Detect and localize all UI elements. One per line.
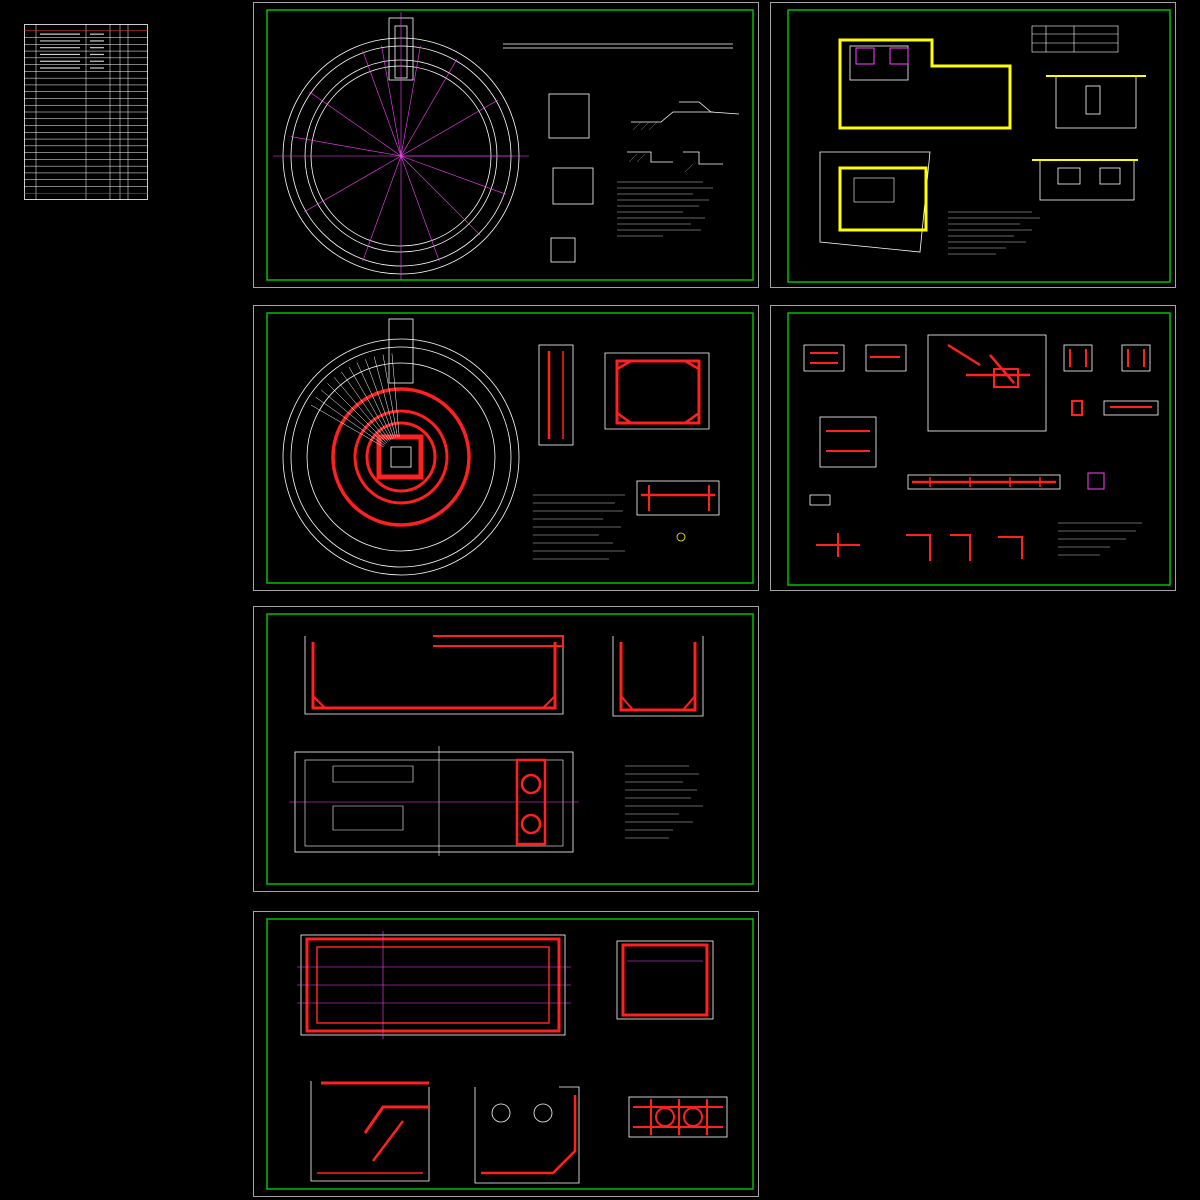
sheet-rectangular-tank[interactable]	[253, 606, 759, 892]
sheet-border-outer	[253, 305, 759, 591]
section-5-5	[474, 1086, 580, 1184]
sheet-border-outer	[253, 911, 759, 1197]
section-4-4	[310, 1081, 430, 1182]
rebar-fan-line	[310, 404, 384, 448]
sheet-border-inner	[266, 918, 754, 1190]
bottom-details	[809, 494, 1023, 561]
rebar-plan	[297, 931, 571, 1039]
sheet-border-inner	[266, 9, 754, 281]
drawing-index-table	[24, 24, 148, 200]
rebar-fan-line	[341, 371, 390, 441]
notes-block	[617, 181, 713, 237]
long-section	[907, 472, 1105, 490]
centerline-rays	[273, 12, 529, 280]
rebar-fan-line	[382, 354, 398, 438]
small-details	[803, 344, 1159, 468]
centerline-ray	[400, 155, 481, 236]
centerline-ray	[309, 91, 402, 157]
sheet-border-inner	[266, 613, 754, 885]
rebar-fan-line	[365, 359, 395, 439]
centerline-ray	[400, 58, 458, 157]
notes-block	[625, 765, 703, 839]
rebar-fan-line	[348, 366, 392, 440]
centerline-ray	[400, 45, 421, 157]
pump-house-plan	[819, 151, 931, 253]
pump-house-elevations	[1032, 75, 1146, 201]
detail-sections	[503, 43, 740, 263]
rebar-fan-line	[373, 356, 397, 438]
centerline-ray	[400, 155, 440, 262]
centerline-ray	[362, 50, 402, 157]
section-3-3	[616, 940, 714, 1020]
centerline-ray	[303, 155, 402, 213]
sheet-border-inner	[266, 312, 754, 584]
notes-block	[1058, 522, 1142, 556]
sheet-border-outer	[253, 2, 759, 288]
detail-plan	[927, 334, 1047, 432]
centerline-ray	[290, 136, 402, 157]
circular-tank-rebar-plan	[282, 318, 520, 576]
rebar-fan-line	[391, 353, 400, 438]
drawing-index-graphic	[24, 24, 148, 200]
cross-section-2-2	[612, 636, 704, 717]
centerline-ray	[362, 155, 402, 262]
sheet-circular-tank-reinforcement[interactable]	[253, 305, 759, 591]
rebar-fan-line	[356, 362, 393, 439]
centerline-ray	[381, 45, 402, 157]
notes-block	[948, 211, 1040, 255]
tank-plan	[289, 746, 579, 856]
pump-house-section	[838, 38, 1012, 130]
sheet-circular-tank-plan[interactable]	[253, 2, 759, 288]
long-section-1-1	[304, 635, 564, 715]
sheet-border-outer	[770, 305, 1176, 591]
rebar-fan-line	[321, 389, 386, 445]
rebar-fan-line	[315, 397, 385, 446]
notes-block	[533, 494, 625, 560]
sheet-border-inner	[787, 9, 1171, 283]
section-hatching	[628, 121, 694, 173]
legend-table	[1031, 25, 1119, 53]
sheet-reinforcement-details[interactable]	[770, 305, 1176, 591]
rebar-fan-line	[333, 377, 389, 442]
rebar-fan-line	[327, 383, 388, 444]
sheet-rectangular-tank-reinforcement[interactable]	[253, 911, 759, 1197]
section-2-2	[538, 344, 574, 446]
section-3-3	[636, 480, 720, 542]
sheet-border-outer	[253, 606, 759, 892]
sheet-pump-house[interactable]	[770, 2, 1176, 288]
pipe-sleeve-detail	[628, 1096, 728, 1138]
sheet-border-inner	[787, 312, 1171, 586]
rebar-fan-lines	[310, 353, 400, 448]
section-1-1	[604, 352, 710, 430]
centerline-ray	[400, 99, 499, 157]
sheet-border-outer	[770, 2, 1176, 288]
centerline-ray	[400, 155, 507, 195]
